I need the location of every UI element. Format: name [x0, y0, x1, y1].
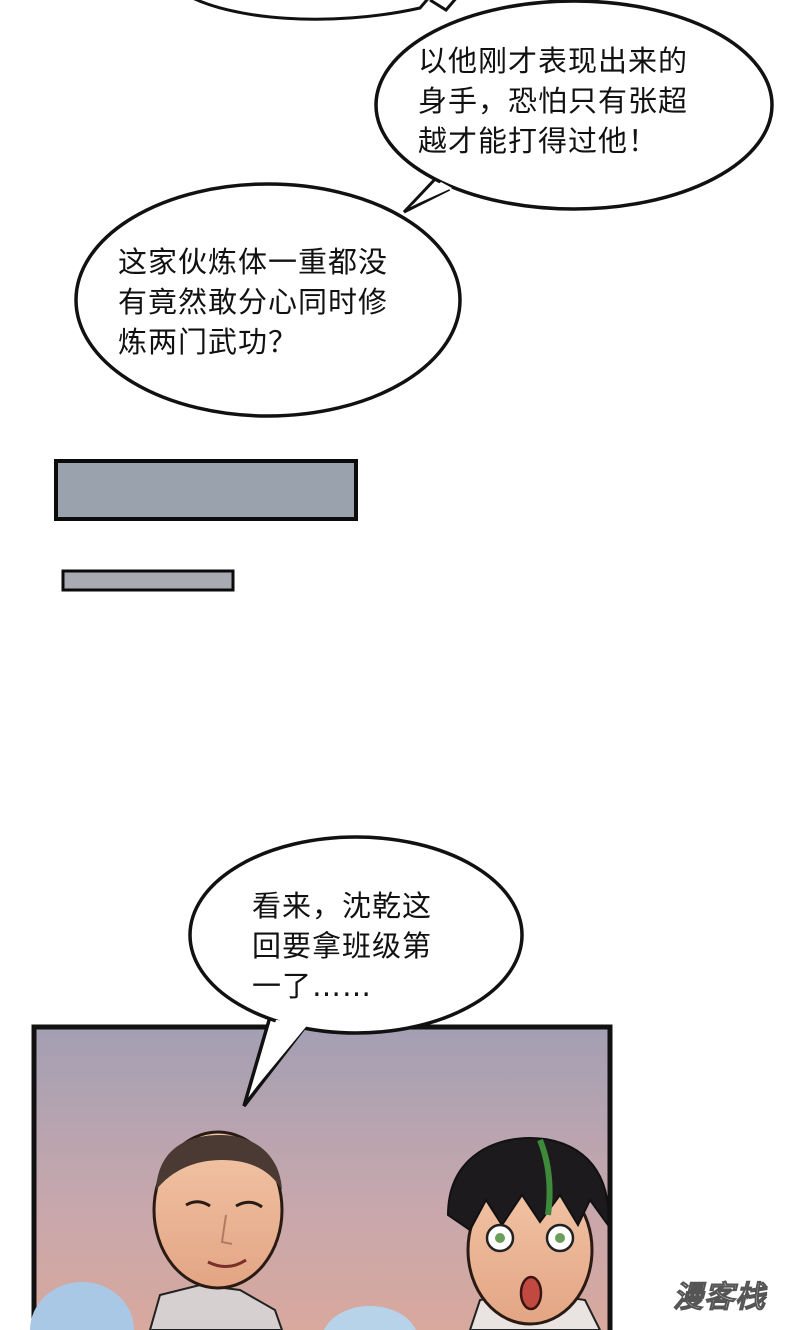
background-figure-center: [324, 1306, 416, 1330]
character-bald-man: [148, 1130, 284, 1330]
speech-bubble-1: [374, 0, 774, 214]
bubble-3-text: 看来，沈乾这 回要拿班级第 一了……: [252, 889, 433, 1003]
background-figure-left: [30, 1282, 134, 1330]
partial-speech-bubble: [193, 0, 457, 21]
watermark-logo: 漫客栈: [673, 1280, 766, 1316]
bubble-2-text: 这家伙炼体一重都没 有竟然敢分心同时修 炼两门武功？: [118, 245, 389, 359]
gray-bar-small: [61, 569, 235, 592]
character-shocked-boy: [446, 1136, 610, 1330]
speech-bubble-3: [188, 835, 524, 1108]
gray-bar-panel: [54, 459, 358, 521]
bubble-1-text: 以他刚才表现出来的 身手，恐怕只有张超 越才能打得过他！: [418, 44, 689, 158]
bottom-panel: [30, 1024, 613, 1330]
speech-bubble-2: [74, 182, 462, 418]
